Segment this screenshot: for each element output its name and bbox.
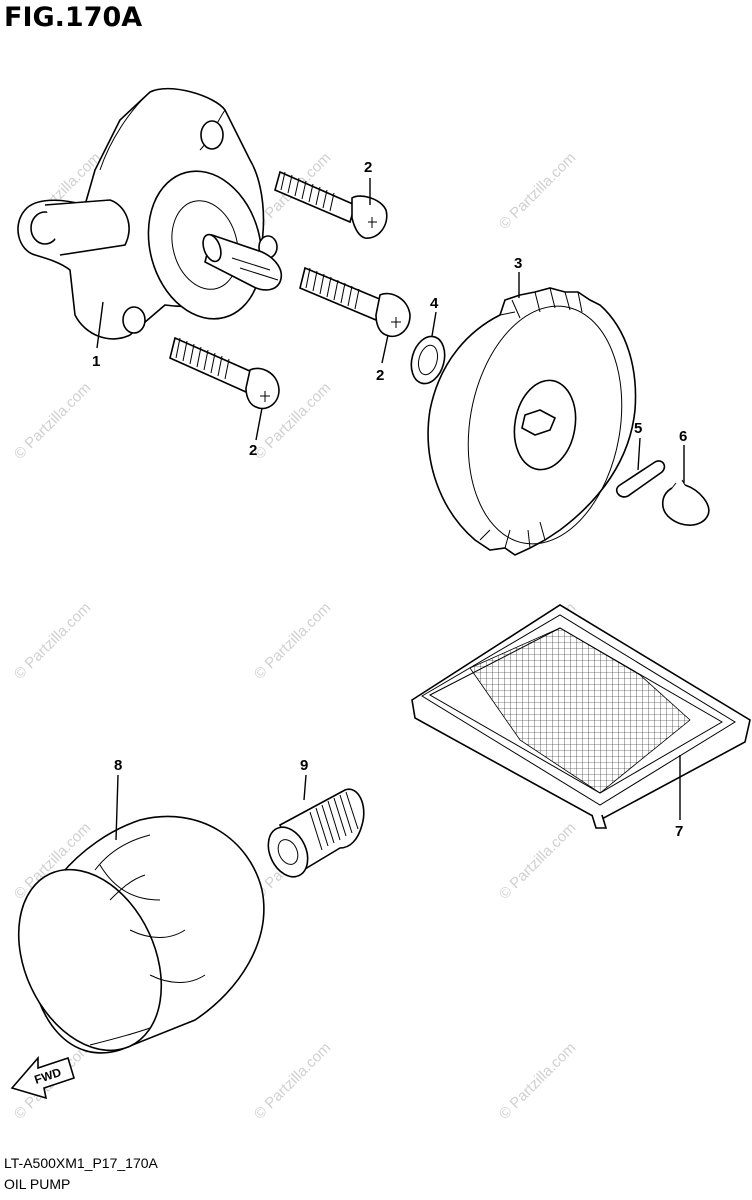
callout-1: 1 (92, 353, 100, 370)
part-2-bolt-top[interactable] (274, 170, 388, 239)
watermark: © Partzilla.com (251, 599, 334, 682)
watermark: © Partzilla.com (496, 819, 579, 902)
callout-4: 4 (430, 295, 439, 312)
watermark: © Partzilla.com (11, 599, 94, 682)
figure-code: LT-A500XM1_P17_170A (4, 1155, 158, 1171)
callout-labels: 1 2 2 2 3 4 5 6 7 8 9 (92, 159, 687, 840)
callout-5: 5 (634, 420, 642, 437)
watermark: © Partzilla.com (11, 379, 94, 462)
figure-title: FIG.170A (4, 2, 143, 33)
callout-2: 2 (249, 442, 257, 459)
figure-name: OIL PUMP (4, 1176, 71, 1192)
callout-8: 8 (114, 757, 122, 774)
watermark: © Partzilla.com (251, 1039, 334, 1122)
callout-9: 9 (300, 757, 308, 774)
leader-lines (96, 178, 685, 841)
callout-6: 6 (679, 428, 687, 445)
callout-7: 7 (675, 823, 683, 840)
part-8-oil-filter[interactable] (0, 815, 265, 1073)
watermark: © Partzilla.com (496, 1039, 579, 1122)
part-3-oil-pump-gear[interactable] (427, 287, 640, 556)
part-1-oil-pump-body[interactable] (17, 87, 282, 340)
watermark: © Partzilla.com (496, 149, 579, 232)
callout-2: 2 (376, 367, 384, 384)
fwd-arrow-icon: FWD (10, 1055, 75, 1100)
part-7-oil-strainer[interactable] (411, 604, 751, 829)
callout-2: 2 (364, 159, 372, 176)
part-6-circlip[interactable] (661, 479, 710, 526)
part-4-washer[interactable] (406, 333, 449, 388)
callout-3: 3 (514, 255, 522, 272)
part-2-bolt-bottom[interactable] (169, 336, 280, 410)
part-2-bolt-middle[interactable] (299, 266, 411, 337)
part-9-union-bolt[interactable] (261, 788, 365, 883)
part-5-pin[interactable] (615, 460, 666, 498)
